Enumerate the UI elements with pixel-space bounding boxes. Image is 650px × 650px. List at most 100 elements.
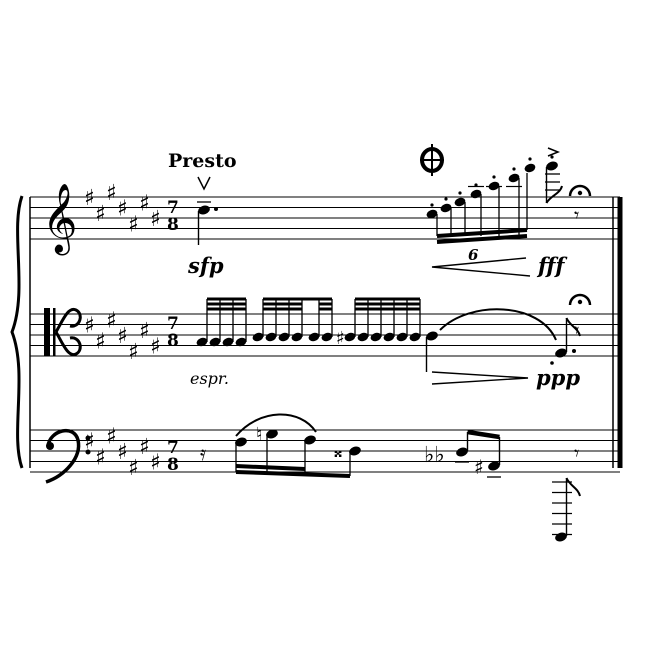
staccato-dot xyxy=(474,183,478,187)
double-sharp-icon: 𝄪 xyxy=(334,441,342,462)
expression-espr: espr. xyxy=(190,369,229,388)
treble-run xyxy=(426,157,536,244)
sharp-icon: ♯ xyxy=(128,340,139,365)
sharp-icon: ♯ xyxy=(106,181,117,206)
beam xyxy=(436,234,528,244)
staccato-dot xyxy=(458,191,462,195)
note-head xyxy=(349,446,361,456)
tuplet-number: 6 xyxy=(468,246,479,264)
sharp-icon: ♯ xyxy=(84,314,95,339)
svg-text:7: 7 xyxy=(167,314,179,334)
note-head xyxy=(524,163,536,173)
sharp-icon: ♯ xyxy=(95,329,106,354)
note-head xyxy=(291,332,303,342)
eighth-rest-treble: 𝄾 xyxy=(574,203,579,227)
note-head xyxy=(454,197,466,207)
note-head xyxy=(308,332,320,342)
note-head xyxy=(409,332,421,342)
note-head xyxy=(235,437,247,447)
note-head xyxy=(370,332,382,342)
sharp-icon: ♯ xyxy=(150,451,161,476)
sharp-icon: ♯ xyxy=(106,424,117,449)
svg-text:8: 8 xyxy=(167,331,179,351)
sharp-icon: ♯ xyxy=(139,435,150,460)
coda-icon xyxy=(420,144,444,176)
time-signature-bass: 7 8 xyxy=(167,438,179,475)
note-head xyxy=(278,332,290,342)
alto-run: ♯ xyxy=(196,297,421,349)
sixteenth-rest-bass: 𝄿 xyxy=(200,441,206,465)
time-signature-treble: 7 8 xyxy=(167,198,179,235)
alto-tied-note xyxy=(425,308,557,372)
treble-clef-icon: 𝄞 xyxy=(42,183,77,255)
system-brace xyxy=(10,195,24,469)
sharp-icon: ♯ xyxy=(128,456,139,481)
note-head xyxy=(426,209,438,219)
bass-sixteenth-group: ♮𝄪 xyxy=(235,424,361,478)
natural-icon: ♮ xyxy=(256,424,262,445)
sharp-icon: ♯ xyxy=(84,186,95,211)
crescendo-hairpin xyxy=(431,257,531,277)
sharp-icon: ♯ xyxy=(95,445,106,470)
note-head xyxy=(196,337,208,347)
note-head xyxy=(508,173,520,183)
sharp-icon: ♯ xyxy=(150,207,161,232)
diminuendo-hairpin xyxy=(431,371,529,385)
dynamic-sfp: sfp xyxy=(187,253,224,278)
tempo-marking: Presto xyxy=(168,150,237,172)
sharp-icon: ♯ xyxy=(128,212,139,237)
accent-mark-top xyxy=(547,147,561,157)
note-head xyxy=(209,337,221,347)
beam xyxy=(235,464,306,471)
note-head xyxy=(265,332,277,342)
note-head xyxy=(235,337,247,347)
svg-text:8: 8 xyxy=(167,215,179,235)
bass-beam-group-2: ♭♭ ♯ xyxy=(424,429,501,479)
staccato-dot xyxy=(444,197,448,201)
staccato-dot xyxy=(430,203,434,207)
sharp-icon: ♯ xyxy=(117,440,128,465)
bass-clef-icon xyxy=(45,428,91,484)
beam xyxy=(436,228,528,238)
note-head xyxy=(440,203,452,213)
note-head xyxy=(252,332,264,342)
sharp-icon: ♯ xyxy=(139,319,150,344)
time-signature-alto: 7 8 xyxy=(167,314,179,351)
eighth-rest-bass: 𝄾 xyxy=(574,441,579,465)
note-head xyxy=(396,332,408,342)
sharp-icon: ♯ xyxy=(139,191,150,216)
staff-lines xyxy=(30,196,620,473)
key-signatures: ♯♯♯♯♯♯♯♯♯♯♯♯♯♯♯♯♯♯♯♯♯ xyxy=(84,181,161,481)
bass-low-note xyxy=(552,477,581,542)
bass-slur xyxy=(235,413,317,437)
note-head xyxy=(321,332,333,342)
sharp-icon: ♯ xyxy=(84,430,95,455)
note-head xyxy=(222,337,234,347)
staccato-dot xyxy=(528,157,532,161)
staccato-dot xyxy=(512,167,516,171)
note-head xyxy=(383,332,395,342)
eighth-rest-alto: 𝄾 xyxy=(574,318,579,342)
note-head xyxy=(470,189,482,199)
sharp-icon: ♯ xyxy=(117,324,128,349)
final-barline xyxy=(612,197,623,468)
note-head xyxy=(304,435,316,445)
svg-text:♯: ♯ xyxy=(474,455,484,479)
staccato-dot xyxy=(550,361,554,365)
dynamic-ppp: ppp xyxy=(536,365,580,390)
alto-end-note xyxy=(555,317,581,358)
alto-clef-icon xyxy=(44,307,82,357)
fermata-icon xyxy=(568,184,592,197)
sharp-icon: ♯ xyxy=(106,308,117,333)
note-head xyxy=(357,332,369,342)
svg-text:8: 8 xyxy=(167,455,179,475)
staccato-dot xyxy=(492,175,496,179)
svg-text:7: 7 xyxy=(167,198,179,218)
note-head xyxy=(344,332,356,342)
sharp-icon: ♯ xyxy=(336,328,345,349)
svg-text:7: 7 xyxy=(167,438,179,458)
sharp-icon: ♯ xyxy=(95,202,106,227)
dynamic-fff: fff xyxy=(536,253,568,278)
treble-note-1 xyxy=(197,201,218,245)
